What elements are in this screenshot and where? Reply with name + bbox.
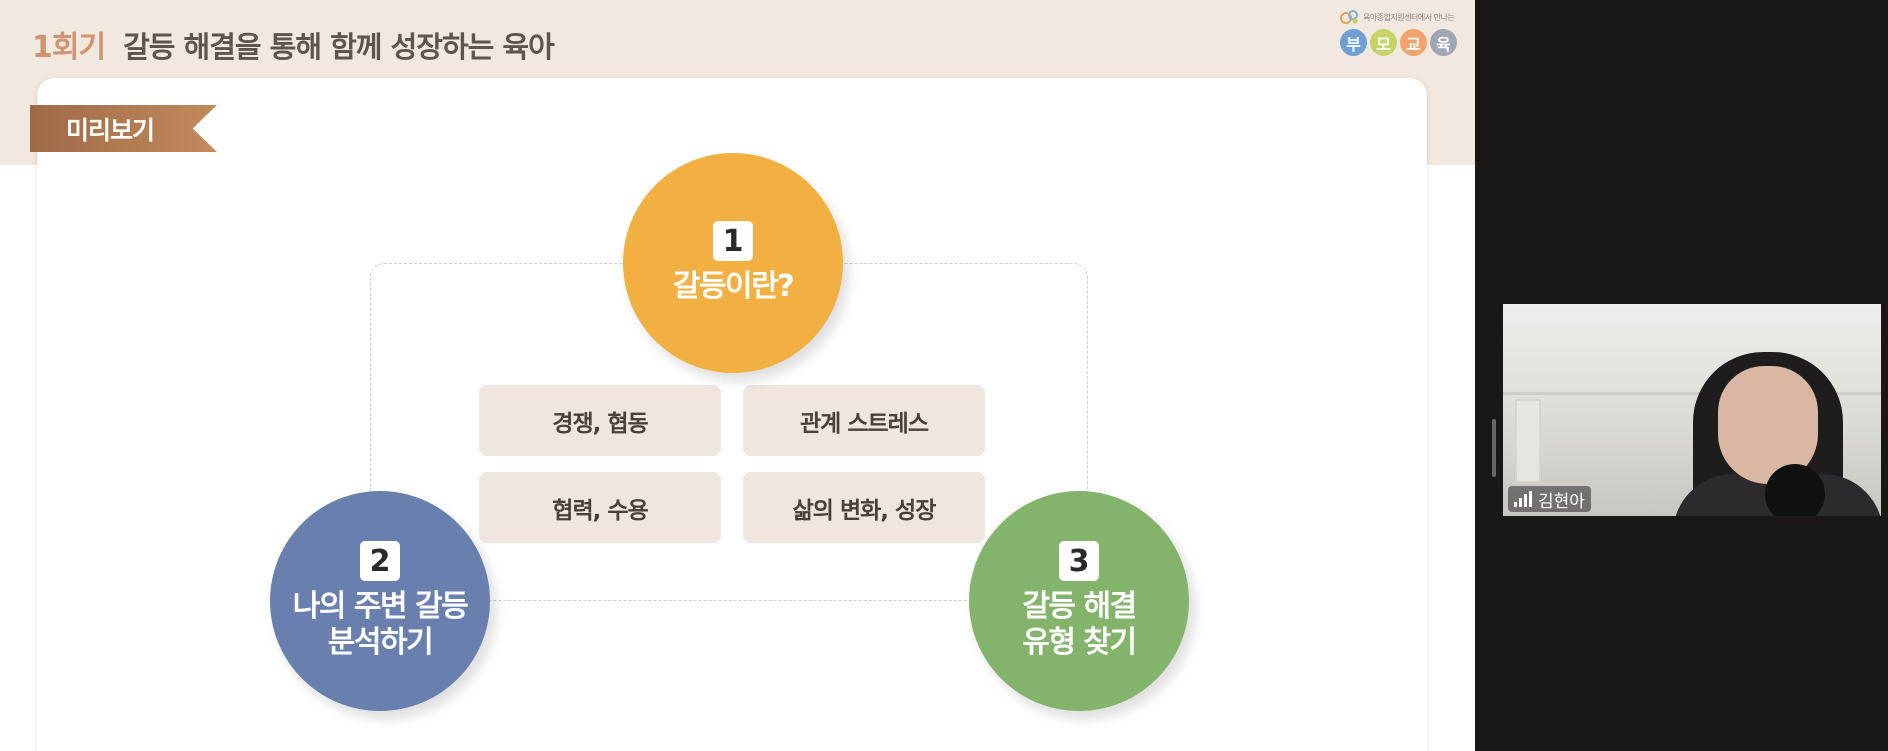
participant-video-tile[interactable]: 김현아 [1503,304,1881,516]
topic-circle-2: 2 나의 주변 갈등 분석하기 [270,491,490,711]
logo-circle-bu: 부 [1340,29,1367,56]
microphone [1765,464,1825,516]
keyword-box-competition: 경쟁, 협동 [479,385,721,456]
topic-circle-3: 3 갈등 해결 유형 찾기 [969,491,1189,711]
logo-tagline-text: 육아종합지원센터에서 만나는 [1363,12,1455,22]
topic-label-2: 나의 주변 갈등 분석하기 [292,589,469,660]
panel-resize-handle[interactable] [1492,419,1496,477]
presentation-slide: 1회기 갈등 해결을 통해 함께 성장하는 육아 육아종합지원센터에서 만나는 … [0,0,1475,751]
topic-label-3: 갈등 해결 유형 찾기 [1022,589,1137,660]
topic-number-1: 1 [713,221,753,261]
topic-number-2: 2 [360,541,400,581]
logo-tagline: 육아종합지원센터에서 만나는 [1340,8,1460,26]
topic-label-1: 갈등이란? [672,269,795,304]
participant-name-tag: 김현아 [1508,486,1591,512]
topic-number-3: 3 [1059,541,1099,581]
session-title-text: 갈등 해결을 통해 함께 성장하는 육아 [123,30,555,64]
signal-bars-icon [1514,491,1532,507]
logo-circle-gyo: 교 [1400,29,1427,56]
logo-circle-yuk: 육 [1430,29,1457,56]
session-title: 1회기 갈등 해결을 통해 함께 성장하는 육아 [32,22,555,65]
session-number: 1회기 [32,30,106,65]
preview-ribbon: 미리보기 [30,105,217,152]
keyword-box-cooperation: 협력, 수용 [479,472,721,543]
topic-circle-1: 1 갈등이란? [623,153,843,373]
parent-education-logo: 육아종합지원센터에서 만나는 부 모 교 육 [1340,6,1460,62]
participant-name: 김현아 [1538,491,1585,512]
video-background-shelf [1515,399,1541,483]
keyword-box-life-change: 삶의 변화, 성장 [743,472,985,543]
video-background-wall [1503,392,1881,395]
keyword-box-relationship-stress: 관계 스트레스 [743,385,985,456]
logo-mark-icon [1340,10,1358,24]
logo-circles: 부 모 교 육 [1340,29,1457,56]
logo-circle-mo: 모 [1370,29,1397,56]
preview-label: 미리보기 [66,115,155,145]
